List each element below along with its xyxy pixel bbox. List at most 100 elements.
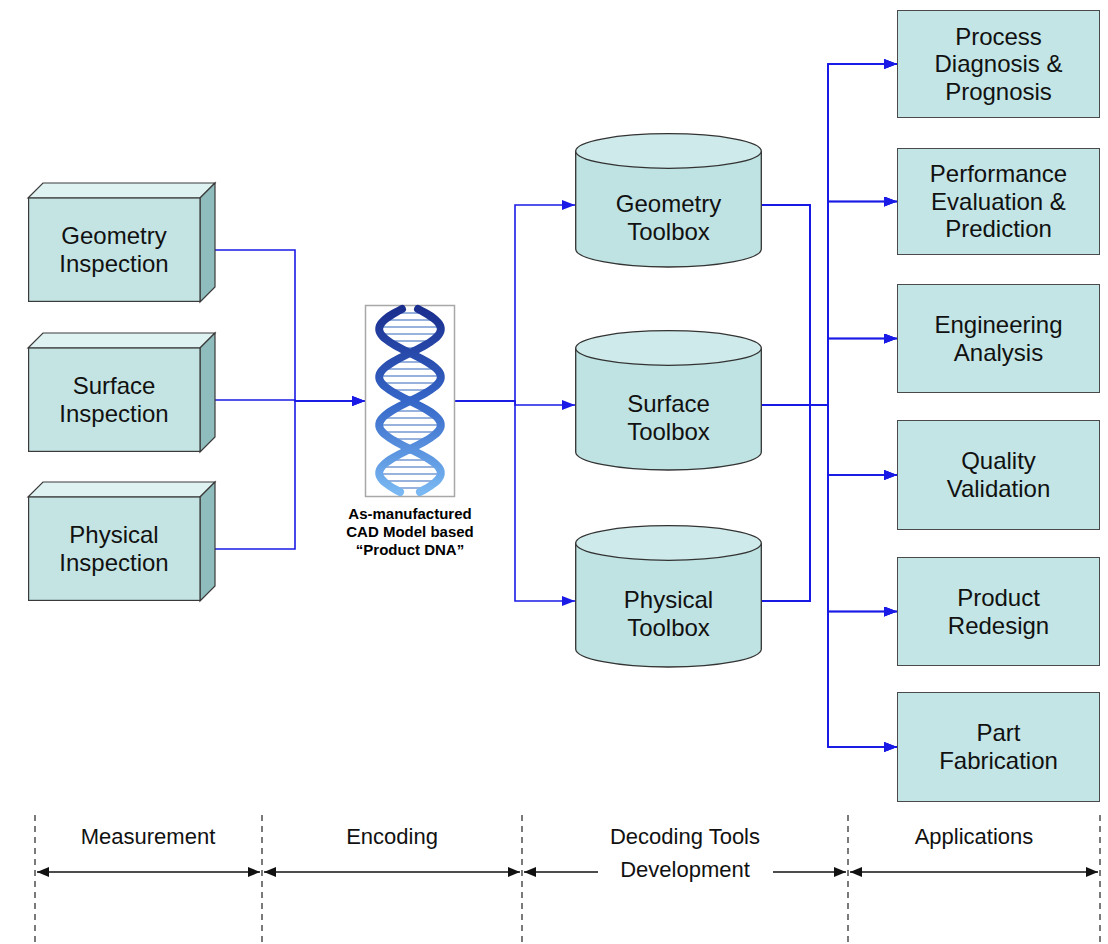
node-text: Process Diagnosis & Prognosis — [924, 23, 1074, 106]
toolbox-cylinder: Surface Toolbox — [575, 330, 762, 470]
flow-connector — [762, 405, 897, 612]
flow-connector — [762, 205, 897, 747]
node-label: Physical Inspection — [44, 521, 184, 576]
node-text: Product Redesign — [924, 584, 1074, 639]
box-top-face — [28, 183, 215, 198]
product-dna: As-manufactured CAD Model based “Product… — [365, 305, 455, 497]
box-front-face — [29, 497, 200, 600]
phase-label: Encoding — [342, 820, 442, 853]
flow-connector — [762, 405, 897, 612]
phase-label: Applications — [911, 820, 1038, 853]
flow-connector — [762, 205, 897, 475]
phase-label-holder: Decoding Tools Development — [598, 820, 773, 886]
application-box: Part Fabrication — [897, 692, 1100, 802]
inspection-box: Physical Inspection — [28, 497, 200, 601]
phase-label-holder: Applications — [874, 820, 1074, 853]
toolbox-cylinder: Physical Toolbox — [575, 525, 762, 667]
flow-connector — [762, 202, 897, 406]
node-label: Performance Evaluation & Prediction — [924, 160, 1074, 243]
flow-connector — [762, 405, 897, 601]
phase-label: Measurement — [77, 820, 220, 853]
dna-rung — [383, 480, 437, 482]
node-caption: As-manufactured CAD Model based “Product… — [340, 505, 480, 559]
node-label: Geometry Toolbox — [594, 190, 744, 245]
node-label: Physical Toolbox — [594, 586, 744, 641]
phase-span-arrow — [37, 871, 1098, 873]
flow-connector — [762, 202, 897, 406]
node-text: Physical Inspection — [44, 521, 184, 576]
phase-divider — [261, 815, 262, 944]
phase-divider — [34, 815, 35, 944]
phase-label-holder: Encoding — [292, 820, 492, 853]
flow-connector — [762, 202, 897, 602]
node-label: Engineering Analysis — [924, 311, 1074, 366]
phase-label: Decoding Tools Development — [598, 820, 773, 886]
box-front-face — [29, 348, 200, 451]
box-top-face — [28, 333, 215, 348]
node-label: Geometry Inspection — [44, 222, 184, 277]
flow-connector — [215, 401, 365, 549]
inspection-box: Geometry Inspection — [28, 198, 200, 302]
node-text: Geometry Inspection — [44, 222, 184, 277]
dna-rung — [379, 424, 441, 426]
application-box: Quality Validation — [897, 420, 1100, 530]
flow-connector — [762, 339, 897, 406]
dna-illustration — [365, 305, 455, 497]
dna-rung — [384, 319, 436, 321]
phase-span-arrow — [850, 871, 1098, 873]
phase-span-arrow — [37, 871, 260, 873]
image-frame — [366, 306, 455, 497]
dna-rung — [382, 431, 438, 433]
box-top-face — [28, 482, 215, 497]
cylinder-top — [576, 134, 762, 169]
node-text: Physical Toolbox — [594, 586, 744, 641]
flow-connector — [762, 405, 897, 747]
cylinder-body — [576, 543, 762, 667]
flow-connector — [762, 205, 897, 405]
dna-rung — [379, 473, 441, 475]
flow-connector — [762, 64, 897, 405]
node-text: Surface Toolbox — [594, 390, 744, 445]
flow-connector — [455, 205, 575, 401]
dna-rung — [383, 368, 437, 370]
cylinder-top — [576, 526, 762, 561]
cylinder-body — [576, 348, 762, 470]
flow-connector — [762, 405, 897, 747]
flow-connector — [762, 205, 897, 612]
node-label: Product Redesign — [924, 584, 1074, 639]
dna-rung — [381, 466, 438, 468]
dna-strand — [379, 309, 441, 492]
inspection-box: Surface Inspection — [28, 348, 200, 452]
application-box: Engineering Analysis — [897, 284, 1100, 393]
box-front-face — [29, 198, 200, 301]
flow-connector — [762, 64, 897, 405]
box-side-face — [200, 333, 215, 452]
phase-divider — [35, 815, 1100, 944]
flow-connector — [762, 64, 897, 601]
node-label: Process Diagnosis & Prognosis — [924, 23, 1074, 106]
node-text: Engineering Analysis — [924, 311, 1074, 366]
node-text: Quality Validation — [924, 447, 1074, 502]
node-label: Surface Inspection — [44, 372, 184, 427]
box-side-face — [200, 482, 215, 601]
flow-connector — [215, 250, 365, 401]
phase-label-holder: Measurement — [48, 820, 248, 853]
application-box: Performance Evaluation & Prediction — [897, 148, 1100, 255]
node-text: Part Fabrication — [924, 719, 1074, 774]
dna-rung — [382, 417, 438, 419]
node-text: Performance Evaluation & Prediction — [924, 160, 1074, 243]
dna-rung — [379, 326, 440, 328]
node-label: Quality Validation — [924, 447, 1074, 502]
node-label: Part Fabrication — [924, 719, 1074, 774]
toolbox-cylinder: Geometry Toolbox — [575, 133, 762, 267]
application-box: Process Diagnosis & Prognosis — [897, 10, 1100, 118]
node-text: Surface Inspection — [44, 372, 184, 427]
phase-divider — [847, 815, 848, 944]
box-side-face — [200, 183, 215, 302]
phase-divider — [1099, 815, 1100, 944]
flow-connector — [762, 339, 897, 602]
dna-strand — [379, 309, 441, 492]
application-box: Product Redesign — [897, 557, 1100, 666]
phase-divider — [521, 815, 522, 944]
